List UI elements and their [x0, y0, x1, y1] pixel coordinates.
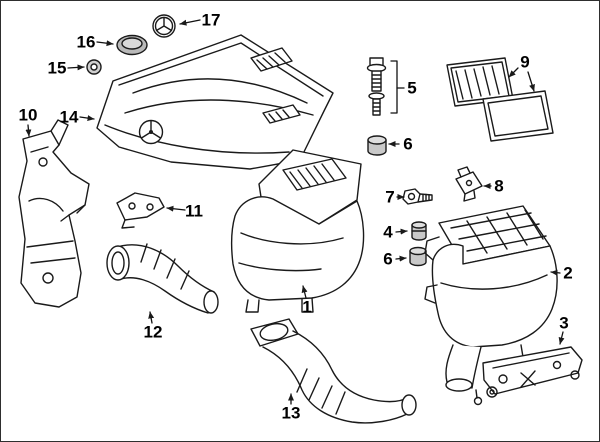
- callout-4: 4: [383, 222, 393, 242]
- leader-11: [166, 205, 186, 212]
- callout-9: 9: [520, 52, 530, 72]
- leader-2: [550, 269, 561, 276]
- part-8-sensor: [455, 166, 483, 202]
- leader-12: [148, 311, 155, 324]
- callout-1: 1: [302, 297, 312, 317]
- leader-10: [25, 124, 32, 137]
- part-9-filters: [446, 57, 554, 142]
- callout-10: 10: [18, 105, 38, 125]
- callout-13: 13: [281, 403, 301, 423]
- part-3-bracket: [482, 346, 583, 398]
- part-1-air-cleaner: [230, 149, 365, 313]
- part-4-cap: [411, 221, 427, 241]
- part-13-duct: [250, 318, 417, 424]
- part-17-emblem: [152, 14, 176, 38]
- leader-1: [301, 285, 308, 299]
- callout-15: 15: [47, 58, 67, 78]
- leader-16: [96, 40, 114, 47]
- callout-11: 11: [185, 201, 203, 221]
- leader-4: [395, 228, 408, 235]
- part-16-cap: [116, 34, 148, 56]
- callout-7: 7: [385, 187, 395, 207]
- leader-14: [79, 115, 95, 122]
- callout-6-lower: 6: [383, 249, 393, 269]
- leader-5-bracket: [390, 60, 398, 114]
- part-6-grommet-lower: [409, 246, 427, 267]
- leader-lines: [25, 19, 565, 405]
- leader-9-b: [527, 71, 535, 92]
- callout-16: 16: [76, 32, 96, 52]
- callout-6-upper: 6: [403, 134, 413, 154]
- leader-15: [67, 64, 85, 71]
- leader-6-lower: [395, 255, 407, 262]
- leader-3: [558, 331, 565, 345]
- part-15-grommet: [86, 59, 102, 75]
- part-11-bracket: [116, 192, 165, 229]
- leader-9-a: [508, 67, 519, 78]
- part-14-engine-cover: [96, 34, 334, 170]
- part-5-bolts: [366, 57, 387, 116]
- part-2-air-cleaner: [424, 205, 558, 406]
- part-12-duct: [106, 243, 219, 314]
- callout-5: 5: [407, 78, 417, 98]
- callout-14: 14: [59, 107, 79, 127]
- callout-3: 3: [559, 313, 569, 333]
- callout-12: 12: [143, 322, 163, 342]
- leader-17: [179, 19, 201, 26]
- callout-8: 8: [494, 176, 504, 196]
- part-10-duct: [18, 119, 90, 308]
- mercedes-star-icon: [138, 119, 164, 145]
- part-7-bolt: [402, 188, 433, 205]
- callout-2: 2: [563, 263, 573, 283]
- part-6-grommet-upper: [367, 135, 387, 156]
- callout-17: 17: [201, 10, 221, 30]
